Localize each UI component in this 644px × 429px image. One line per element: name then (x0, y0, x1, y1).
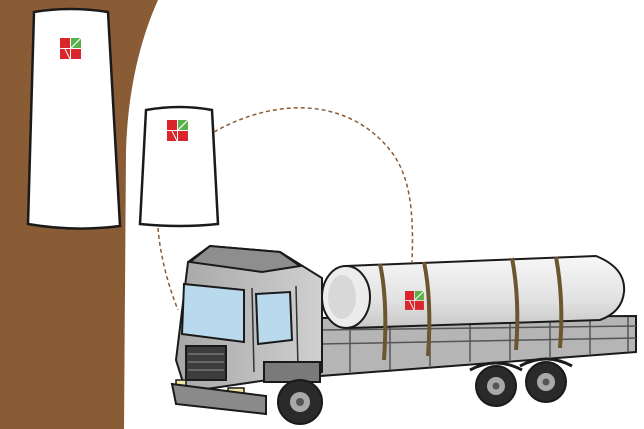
wheel (278, 380, 322, 424)
route-dashed-line (214, 108, 412, 262)
wheel (526, 362, 566, 402)
storage-bag-large (28, 9, 120, 229)
route-dashed-line-lower (158, 228, 178, 310)
tanker-truck-icon (172, 246, 636, 424)
storage-bag-small (140, 107, 218, 226)
wheel (476, 366, 516, 406)
